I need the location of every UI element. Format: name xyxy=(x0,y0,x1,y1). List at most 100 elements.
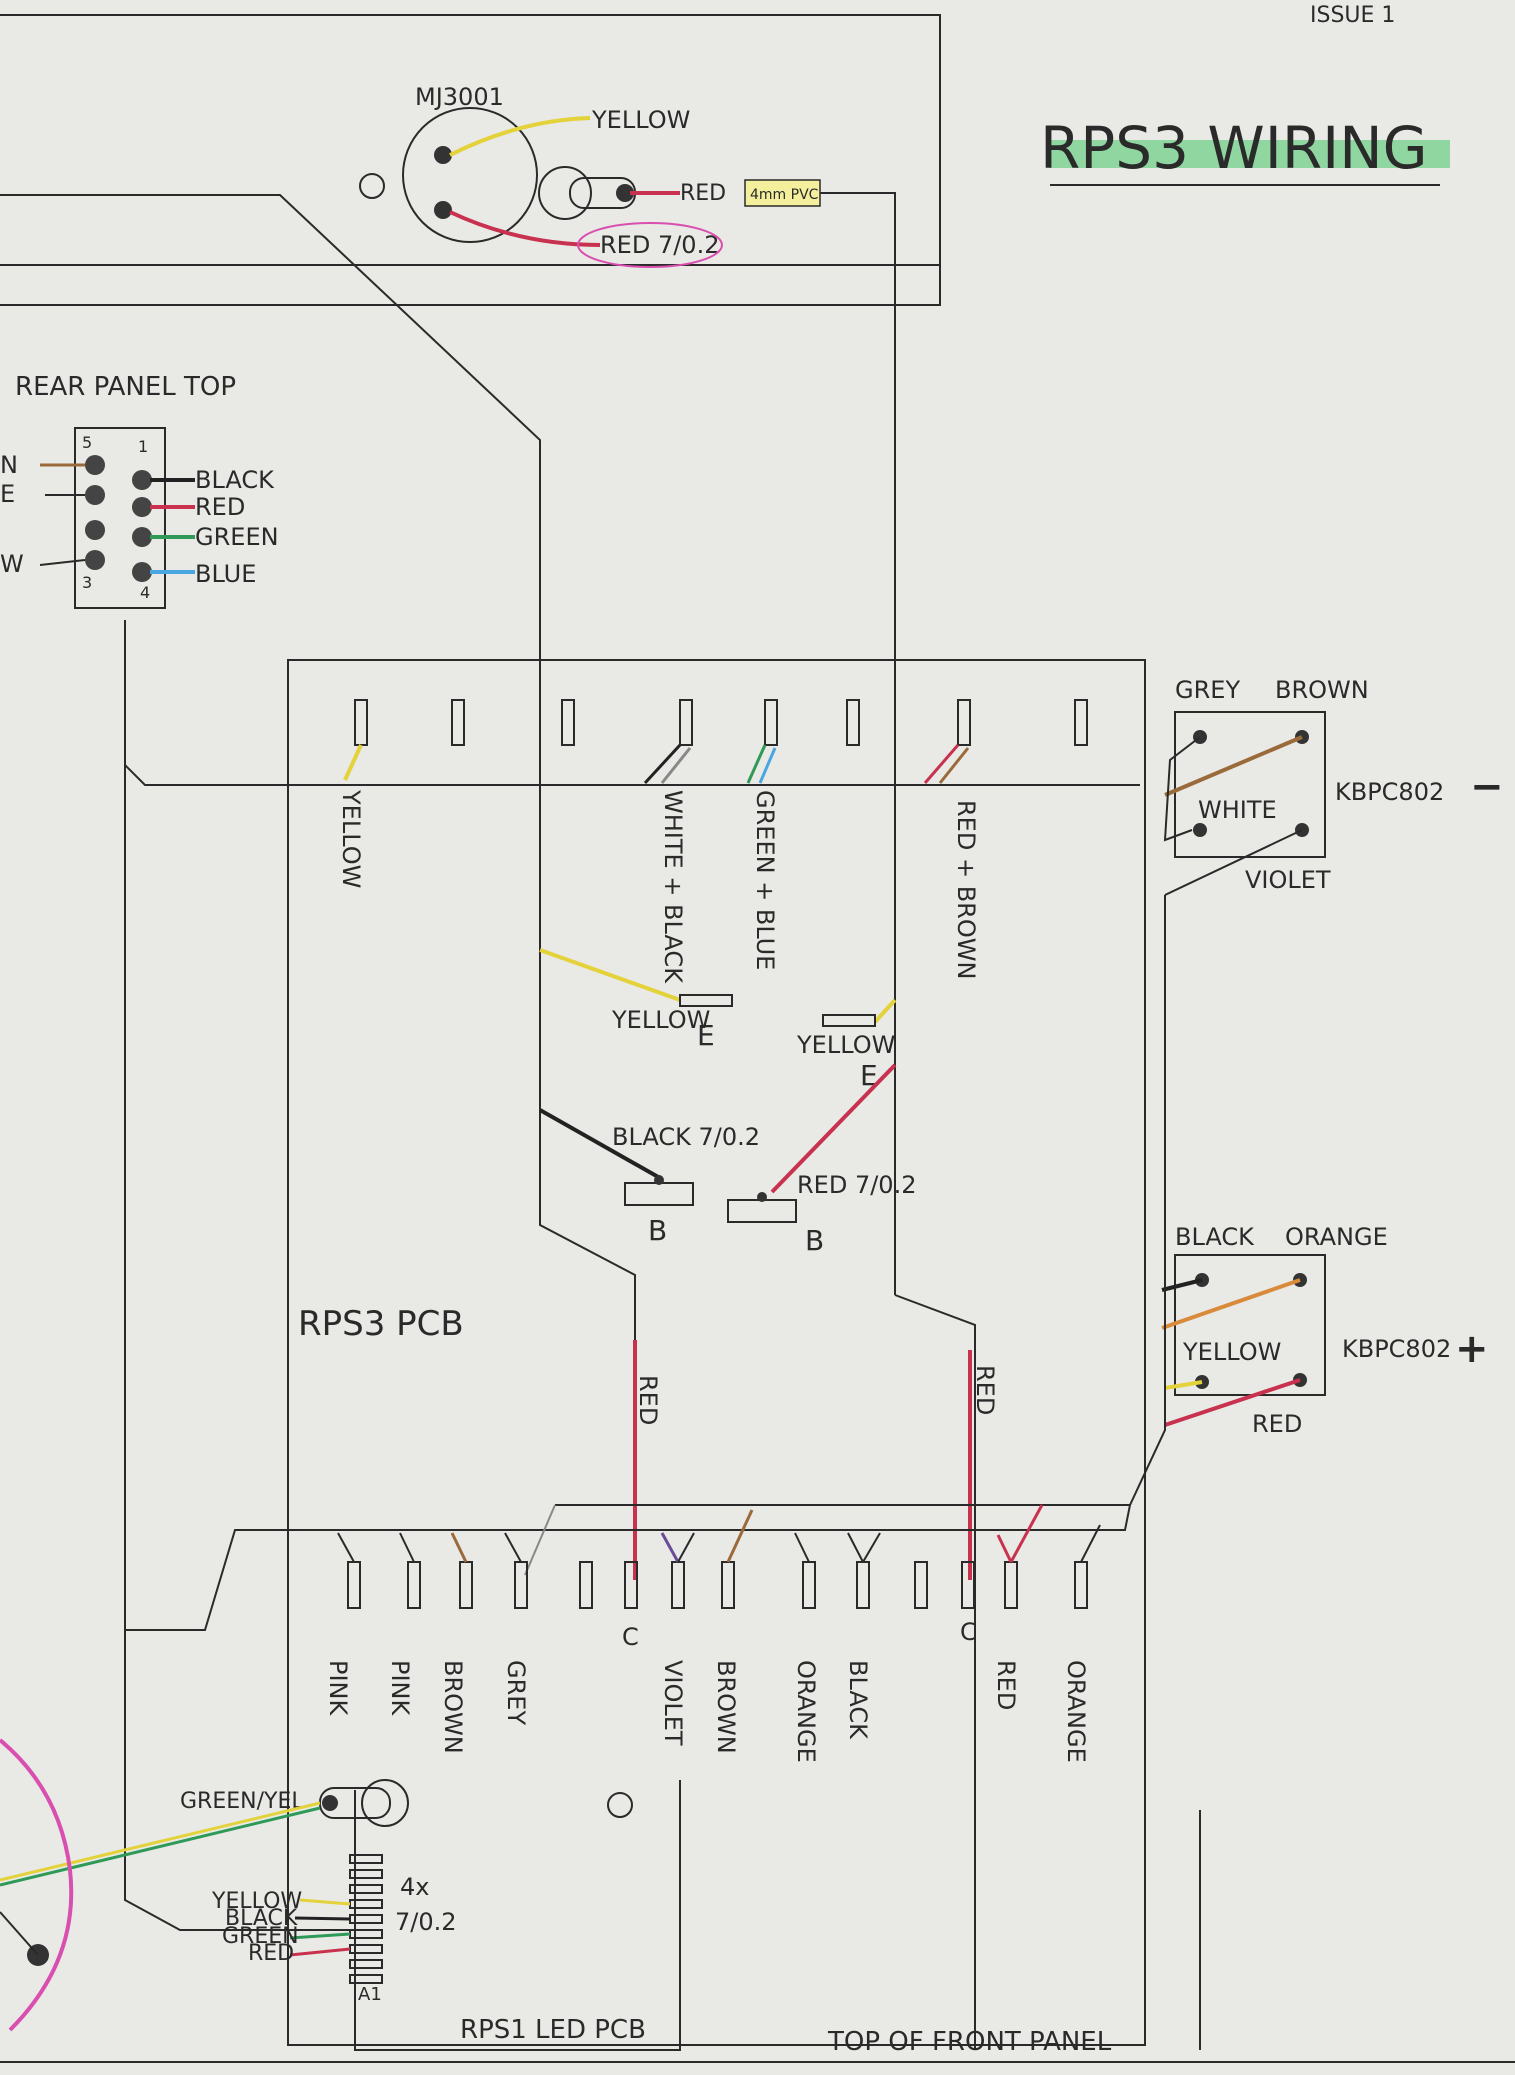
rear-pin-left-3 xyxy=(85,520,105,540)
led-earth-label: GREEN/YEL xyxy=(180,1789,304,1814)
bridge-bottom-label-br: RED xyxy=(1252,1410,1302,1438)
pcb-bottom-label-grey: GREY xyxy=(502,1660,530,1725)
bridge-top-label-bl: WHITE xyxy=(1198,796,1277,824)
led-pin xyxy=(349,1959,383,1969)
led-wire-red xyxy=(289,1947,351,1957)
bridge-top-body xyxy=(1174,711,1326,858)
pcb-wire-orange-2 xyxy=(1080,1524,1101,1563)
bridge-bottom-label-tl: BLACK xyxy=(1175,1223,1255,1251)
rear-panel-title: REAR PANEL TOP xyxy=(15,372,236,402)
bridge-bottom-wire-orange xyxy=(1161,1278,1301,1330)
pcb-wire-pink-2 xyxy=(399,1532,415,1563)
pcb-b-tab-left-point xyxy=(654,1175,664,1185)
pcb-bottom-terminal xyxy=(624,1561,638,1609)
pcb-bottom-labels: PINK PINK BROWN GREY VIOLET BROWN ORANGE… xyxy=(324,1660,1090,1763)
lug-wire-label: RED xyxy=(680,181,726,206)
collector-lug-terminal xyxy=(616,184,634,202)
bridge-bottom-wire-yellow xyxy=(1164,1380,1203,1390)
pvc-sleeve xyxy=(744,179,821,207)
pcb-bottom-label-pink-1: PINK xyxy=(324,1660,352,1717)
pcb-wire-pink-1 xyxy=(337,1532,355,1563)
pcb-bottom-terminal xyxy=(1004,1561,1018,1609)
pvc-sleeve-label: 4mm PVC xyxy=(750,187,819,203)
harness-line-bridges xyxy=(1129,895,1166,1506)
bridge-top-part-label: KBPC802 xyxy=(1335,778,1444,806)
pcb-wire-green-top xyxy=(746,744,767,784)
harness-line-right xyxy=(894,1294,976,2050)
led-earth-lug-terminal xyxy=(322,1795,338,1811)
led-pcb-name: RPS1 LED PCB xyxy=(460,2015,646,2045)
pcb-bottom-terminal xyxy=(856,1561,870,1609)
pcb-wire-black-top xyxy=(643,743,682,785)
issue-label: ISSUE 1 xyxy=(1310,3,1395,28)
pcb-wire-brown-top xyxy=(938,747,970,784)
rear-pin-right-2 xyxy=(132,497,152,517)
rear-panel-connector xyxy=(74,427,166,609)
pcb-bottom-terminal xyxy=(961,1561,975,1609)
pcb-black-wire-label: BLACK 7/0.2 xyxy=(612,1123,760,1151)
pcb-top-terminals xyxy=(354,699,1088,746)
rear-left-label-n: N xyxy=(0,451,18,479)
pcb-wire-violet-1 xyxy=(660,1532,680,1563)
led-pin xyxy=(349,1854,383,1864)
pcb-bottom-label-brown-1: BROWN xyxy=(439,1660,467,1754)
pcb-wire-brown-1 xyxy=(450,1532,468,1563)
harness-line-top-row xyxy=(124,764,1140,786)
bridge-bottom-sign: + xyxy=(1455,1326,1489,1372)
rear-left-label-w: W xyxy=(0,550,24,578)
pcb-e-tab-left xyxy=(679,994,733,1007)
led-wire-label-black: BLACK xyxy=(225,1906,298,1931)
transistor-pin-emitter xyxy=(434,201,452,219)
led-earth-wire-green xyxy=(0,1806,321,1887)
pcb-top-terminal xyxy=(679,699,693,746)
pcb-top-label-white-black: WHITE + BLACK xyxy=(659,790,687,984)
rear-pin-right-3 xyxy=(132,527,152,547)
bridge-bottom-wire-black xyxy=(1161,1278,1203,1292)
pcb-bottom-terminal xyxy=(802,1561,816,1609)
pcb-bottom-terminal xyxy=(579,1561,593,1609)
pcb-wire-black-2 xyxy=(862,1532,881,1563)
transistor-wire-top-label: YELLOW xyxy=(591,106,690,134)
harness-line-left xyxy=(0,194,636,1530)
pcb-bottom-terminal xyxy=(914,1561,928,1609)
pcb-red-left-label: RED xyxy=(634,1375,662,1425)
pcb-top-terminal xyxy=(561,699,575,746)
wire-red-emitter xyxy=(449,210,601,247)
bridge-top-label-tl: GREY xyxy=(1175,676,1240,704)
pcb-bottom-label-pink-2: PINK xyxy=(386,1660,414,1717)
pcb-bottom-terminal xyxy=(514,1561,528,1609)
rear-pin-left-2 xyxy=(85,485,105,505)
bridge-top-wire-brown xyxy=(1164,735,1303,797)
pcb-bottom-terminal xyxy=(1074,1561,1088,1609)
rear-pin-5-label: 5 xyxy=(82,433,92,452)
transistor-wire-bottom-label: RED 7/0.2 xyxy=(600,231,719,259)
pcb-wire-orange-1 xyxy=(794,1532,810,1563)
led-pin-a1-label: A1 xyxy=(358,1984,382,2005)
wire-yellow-base xyxy=(449,116,591,157)
pcb-b-tab-right-point xyxy=(757,1192,767,1202)
led-pin xyxy=(349,1974,383,1984)
pcb-b-mark-left: B xyxy=(648,1214,667,1247)
led-wire-green xyxy=(289,1932,351,1940)
rear-pin-left-1 xyxy=(85,455,105,475)
pcb-wire-grey xyxy=(504,1532,522,1563)
rear-pin-left-4 xyxy=(85,550,105,570)
bridge-bottom-part-label: KBPC802 xyxy=(1342,1335,1451,1363)
pcb-wire-yellow-e-right xyxy=(873,998,897,1024)
pcb-e-mark-right: E xyxy=(860,1059,878,1092)
pcb-wire-brown-2 xyxy=(726,1509,754,1563)
bridge-top-pin-bl xyxy=(1193,823,1207,837)
pcb-b-mark-right: B xyxy=(805,1224,824,1257)
rear-pin-1-label: 1 xyxy=(138,437,148,456)
pcb-wire-white-top xyxy=(660,747,692,784)
pcb-top-terminal xyxy=(354,699,368,746)
rear-wire-w xyxy=(39,559,86,566)
rear-right-label-black: BLACK xyxy=(195,466,275,494)
pcb-top-terminal xyxy=(1074,699,1088,746)
bridge-top-label-br: VIOLET xyxy=(1245,866,1331,894)
transistor-part-label: MJ3001 xyxy=(415,83,504,111)
transistor-pin-base xyxy=(434,146,452,164)
pcb-top-terminal xyxy=(451,699,465,746)
pcb-top-label-green-blue: GREEN + BLUE xyxy=(751,790,779,970)
